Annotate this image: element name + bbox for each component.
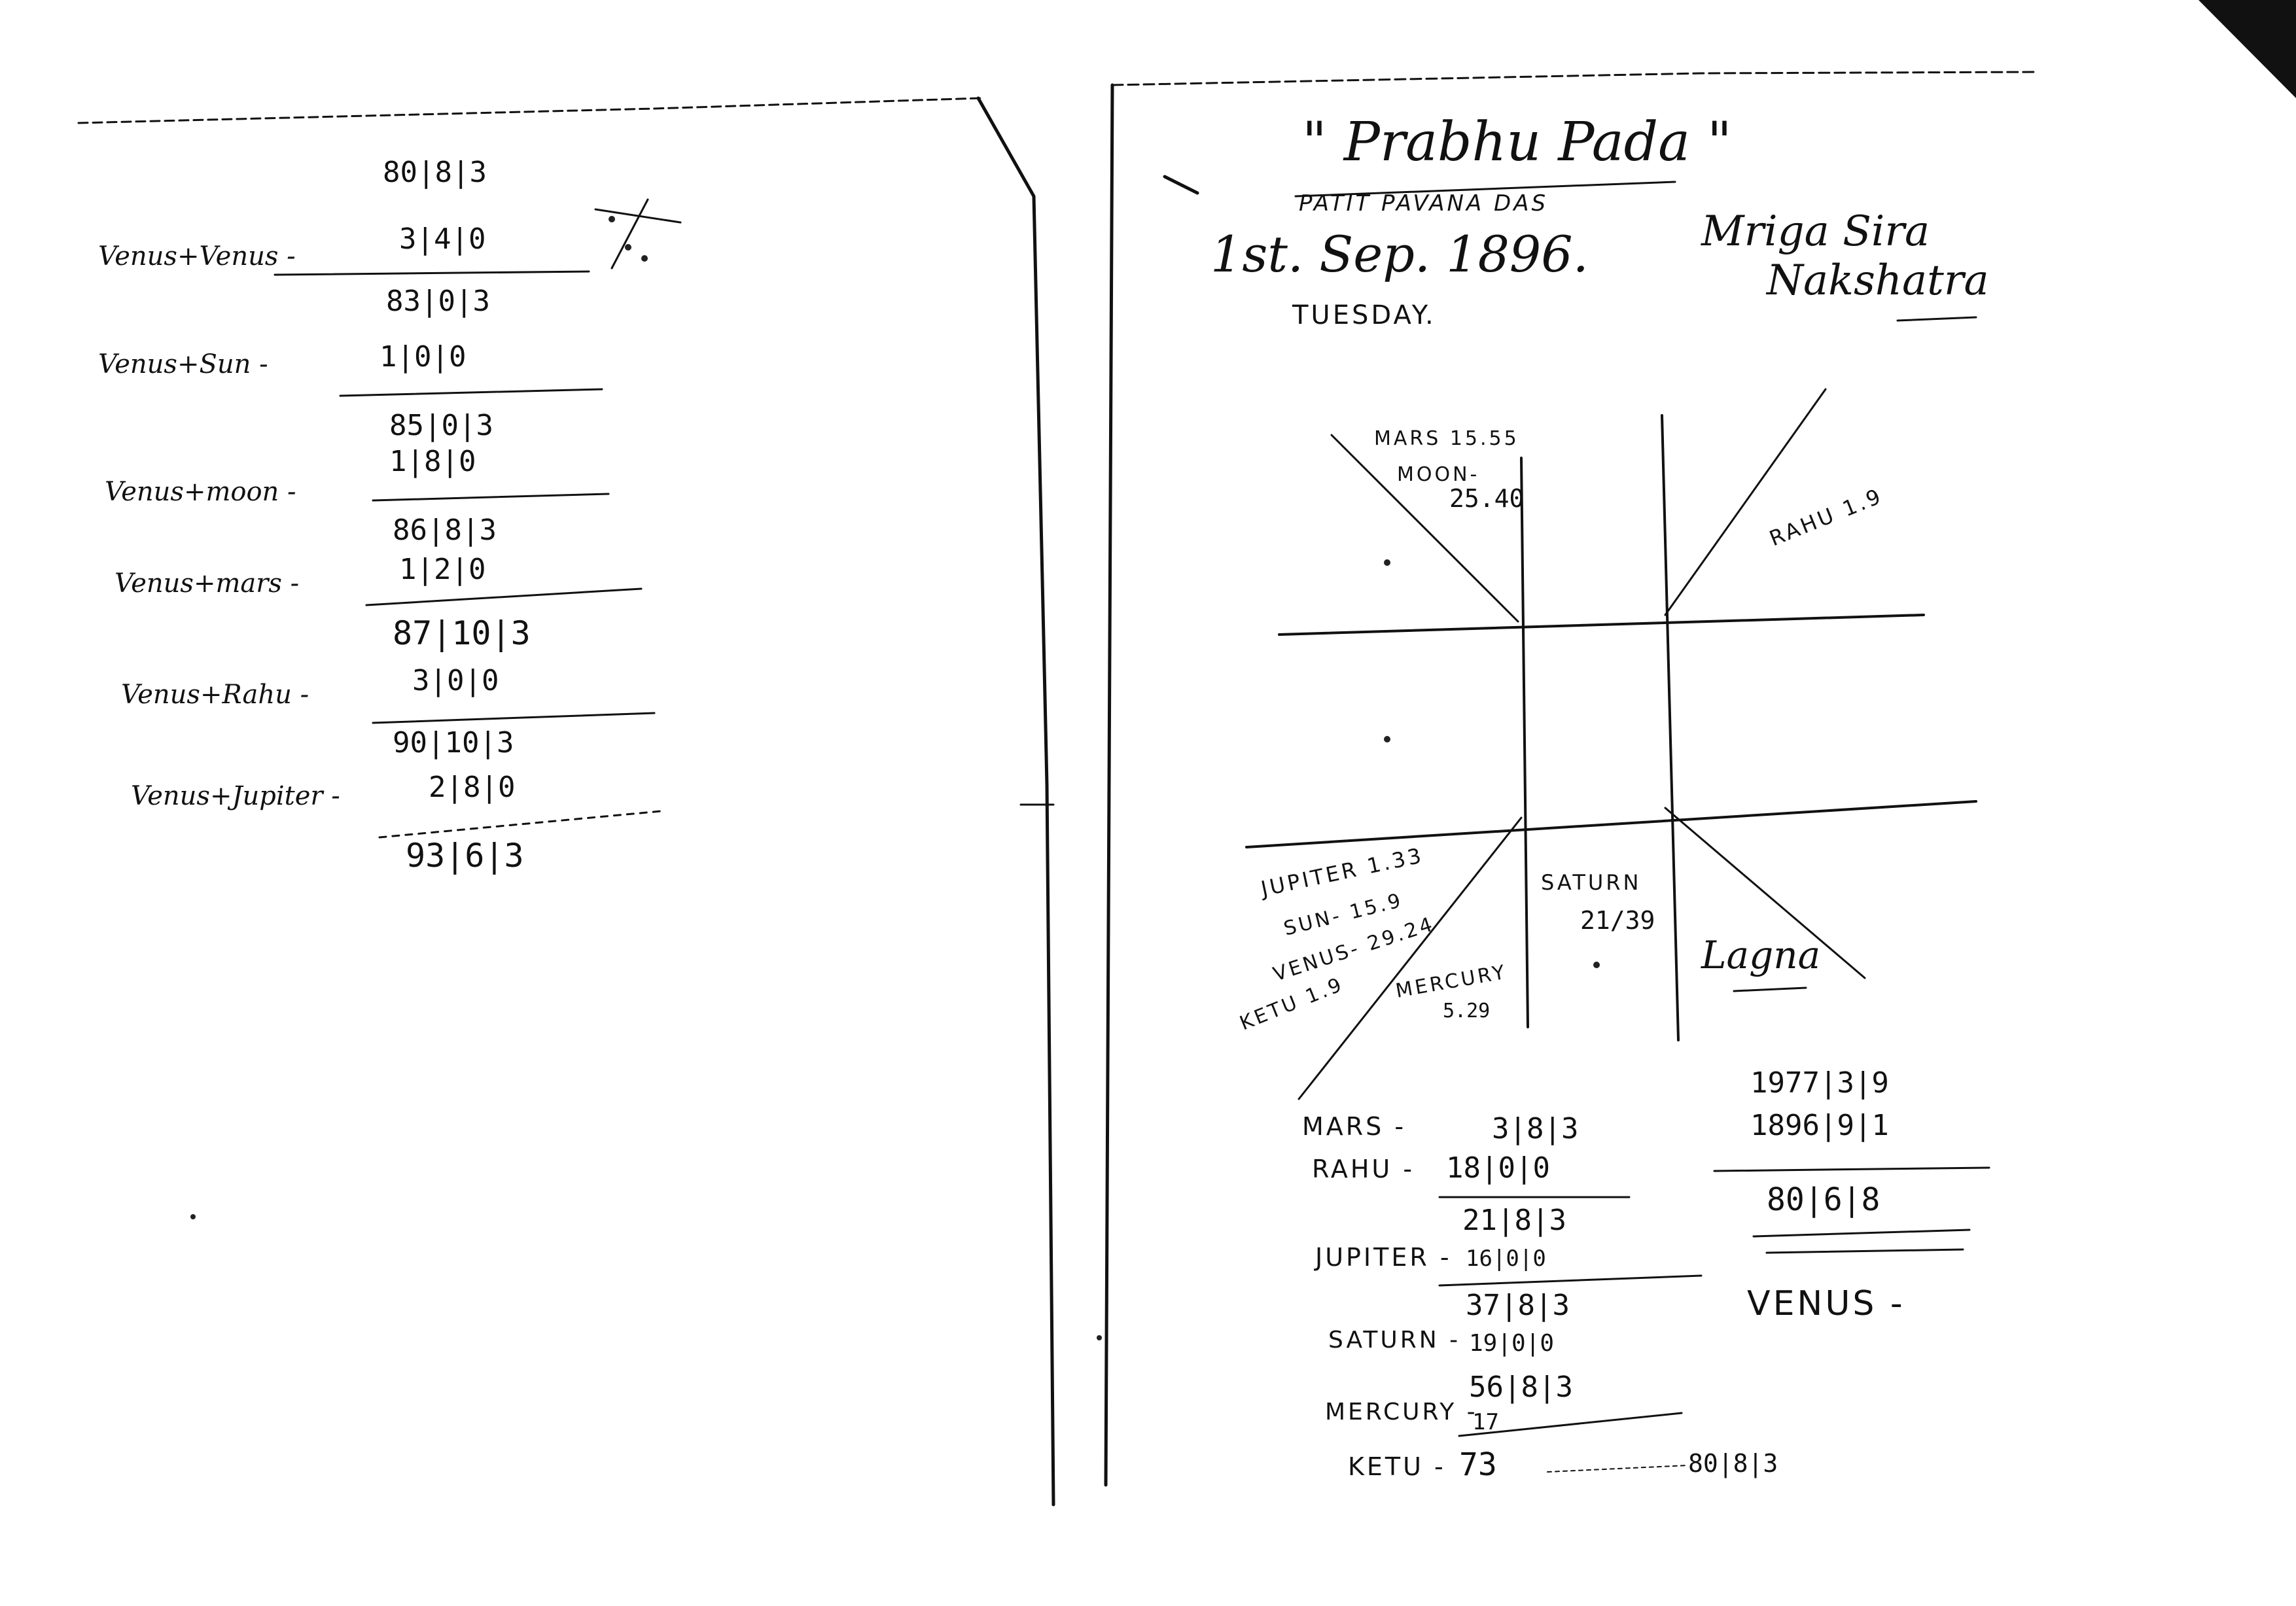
date-row: 1896|9|1 (1750, 1109, 1889, 1142)
step-label: Venus+mars - (115, 568, 299, 599)
left-page: 80|8|3 Venus+Venus - 3|4|0 83|0|3 Venus+… (77, 96, 1055, 1507)
rule (1765, 1248, 1964, 1254)
chart-line (1245, 800, 1977, 848)
chart-diagonal (1664, 807, 1866, 979)
sum-value: 21|8|3 (1462, 1204, 1566, 1237)
step-value: 3|0|0 (412, 664, 499, 697)
chart-line (1520, 457, 1529, 1028)
start-value: 80|8|3 (383, 156, 487, 189)
chart-diagonal (1330, 434, 1519, 623)
step-label: Venus+moon - (105, 477, 296, 507)
speck (1384, 736, 1390, 742)
chart-diagonal (1298, 816, 1523, 1100)
step-label: Venus+Rahu - (121, 680, 309, 710)
sum-value: 73 (1459, 1446, 1497, 1483)
sum-value: 56|8|3 (1469, 1370, 1573, 1404)
sum-label: MERCURY - (1325, 1399, 1478, 1425)
rule (1713, 1166, 1990, 1172)
chart-line (1661, 414, 1680, 1041)
page-fold-edge (976, 96, 1055, 1507)
rule (378, 810, 662, 839)
sum-label: SATURN - (1328, 1327, 1460, 1353)
title: " Prabhu Pada " (1302, 111, 1732, 173)
speck (1097, 1335, 1102, 1340)
step-value: 3|4|0 (399, 222, 486, 256)
sum-value: 37|8|3 (1466, 1289, 1570, 1322)
date-row: 1977|3|9 (1750, 1066, 1889, 1100)
step-label: Venus+Venus - (98, 241, 296, 271)
date-calculation: 1977|3|9 1896|9|1 80|6|8 VENUS - (1713, 1066, 1990, 1323)
division-symbol-icon (594, 198, 682, 270)
rule (1752, 1229, 1971, 1238)
rule (1294, 181, 1676, 198)
date-result: 80|6|8 (1767, 1181, 1880, 1218)
sum-value: 16|0|0 (1466, 1246, 1546, 1272)
rahu-label: RAHU 1.9 (1766, 483, 1886, 551)
speck (1384, 559, 1390, 566)
rule (1438, 1274, 1703, 1287)
lagna-label: Lagna (1701, 933, 1820, 977)
step-value: 1|2|0 (399, 553, 486, 586)
mercury-value: 5.29 (1443, 1000, 1490, 1022)
rule (372, 712, 656, 724)
rule (1733, 986, 1807, 992)
sum-value: 19|0|0 (1469, 1330, 1554, 1357)
step-result: 83|0|3 (386, 285, 490, 318)
sum-value: 17 (1472, 1409, 1499, 1435)
date: 1st. Sep. 1896. (1210, 225, 1589, 283)
sum-label: JUPITER - (1314, 1243, 1452, 1272)
rule (1458, 1412, 1683, 1437)
sum-tail: 80|8|3 (1688, 1449, 1778, 1478)
scan-corner-shadow (2199, 0, 2296, 98)
venus-period-label: VENUS - (1747, 1284, 1905, 1323)
right-page: " Prabhu Pada " PATIT PAVANA DAS 1st. Se… (1097, 71, 2036, 1487)
sum-label: RAHU - (1312, 1155, 1415, 1183)
speck (1593, 962, 1600, 968)
step-result: 85|0|3 (389, 409, 493, 442)
nakshatra: Nakshatra (1765, 256, 1989, 305)
rule (274, 270, 590, 276)
horoscope-chart: MARS 15.55 MOON- 25.40 RAHU 1.9 JUPITER … (1237, 388, 1977, 1100)
nakshatra: Mriga Sira (1701, 207, 1930, 256)
leader-line (1547, 1465, 1689, 1473)
sum-value: 18|0|0 (1446, 1151, 1550, 1185)
mars-label: MARS 15.55 (1374, 427, 1519, 450)
right-page-left-edge (1104, 83, 1114, 1487)
chart-line (1278, 614, 1925, 636)
sum-label: KETU - (1348, 1452, 1446, 1481)
step-label: Venus+Sun - (98, 349, 268, 379)
moon-label: MOON- (1397, 463, 1479, 486)
planet-sums: MARS - 3|8|3 RAHU - 18|0|0 21|8|3 JUPITE… (1302, 1112, 1778, 1483)
step-value: 2|8|0 (429, 771, 515, 804)
speck (190, 1214, 196, 1219)
chart-diagonal (1664, 388, 1827, 616)
sum-label: MARS - (1302, 1112, 1406, 1141)
mercury-label: MERCURY (1394, 960, 1509, 1002)
step-result: 87|10|3 (393, 614, 531, 652)
day: TUESDAY. (1292, 300, 1436, 330)
rule (372, 493, 610, 502)
moon-value: 25.40 (1449, 484, 1524, 513)
rule (339, 388, 603, 397)
step-value: 1|0|0 (380, 340, 466, 374)
sum-value: 3|8|3 (1492, 1112, 1578, 1145)
ketu-label: KETU 1.9 (1237, 973, 1347, 1035)
right-page-top-edge (1111, 71, 2036, 86)
saturn-value: 21/39 (1580, 906, 1655, 935)
rule (365, 587, 643, 606)
left-page-top-edge (77, 97, 983, 124)
rule (1896, 316, 1977, 322)
step-label: Venus+Jupiter - (131, 781, 340, 811)
step-result: 93|6|3 (406, 837, 524, 875)
step-result: 90|10|3 (393, 726, 514, 759)
saturn-label: SATURN (1541, 870, 1641, 895)
step-result: 86|8|3 (393, 514, 497, 547)
step-value: 1|8|0 (389, 445, 476, 478)
ink-mark (1163, 175, 1199, 195)
